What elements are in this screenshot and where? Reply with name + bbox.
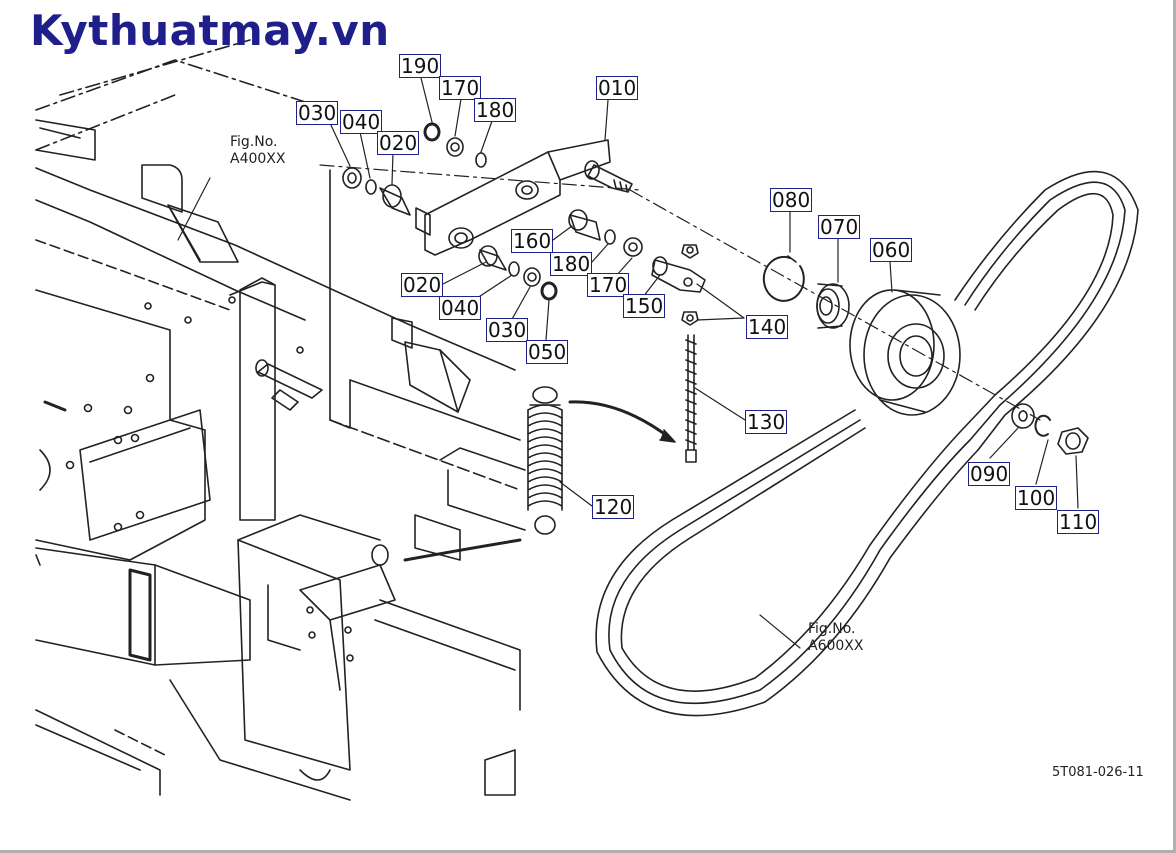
part-label[interactable]: 060 [870,238,913,262]
part-label[interactable]: 170 [587,273,630,297]
part-label[interactable]: 040 [439,296,482,320]
part-label[interactable]: 120 [592,495,635,519]
tension-spring [403,386,676,562]
part-label[interactable]: 050 [526,340,569,364]
drawing-code: 5T081-026-11 [1052,765,1144,780]
part-label[interactable]: 020 [377,131,420,155]
part-label[interactable]: 090 [968,462,1011,486]
fig-ref-line2: A600XX [808,638,864,654]
machine-frame [35,39,526,801]
part-label[interactable]: 030 [486,318,529,342]
fig-ref-a600: Fig.No. A600XX [808,621,863,655]
part-label[interactable]: 170 [439,76,482,100]
washers [342,122,643,301]
part-label[interactable]: 020 [401,273,444,297]
fig-ref-a400: Fig.No. A400XX [230,134,285,168]
v-belt [595,170,1139,717]
part-label[interactable]: 150 [623,294,666,318]
fig-ref-line1: Fig.No. [230,134,278,150]
part-label[interactable]: 110 [1057,510,1100,534]
part-label[interactable]: 130 [745,410,788,434]
part-label[interactable]: 100 [1015,486,1058,510]
fig-ref-line2: A400XX [230,151,286,167]
part-label[interactable]: 070 [818,215,861,239]
part-label[interactable]: 010 [596,76,639,100]
part-label[interactable]: 030 [296,101,339,125]
part-label[interactable]: 160 [511,229,554,253]
site-watermark: Kythuatmay.vn [30,6,390,55]
part-label[interactable]: 190 [399,54,442,78]
part-label[interactable]: 180 [550,252,593,276]
part-label[interactable]: 140 [746,315,789,339]
part-label[interactable]: 180 [474,98,517,122]
part-label[interactable]: 040 [340,110,383,134]
tension-arm [379,139,633,271]
idler-pulley-assembly [319,164,1089,455]
part-label[interactable]: 080 [770,188,813,212]
fig-ref-line1: Fig.No. [808,621,856,637]
